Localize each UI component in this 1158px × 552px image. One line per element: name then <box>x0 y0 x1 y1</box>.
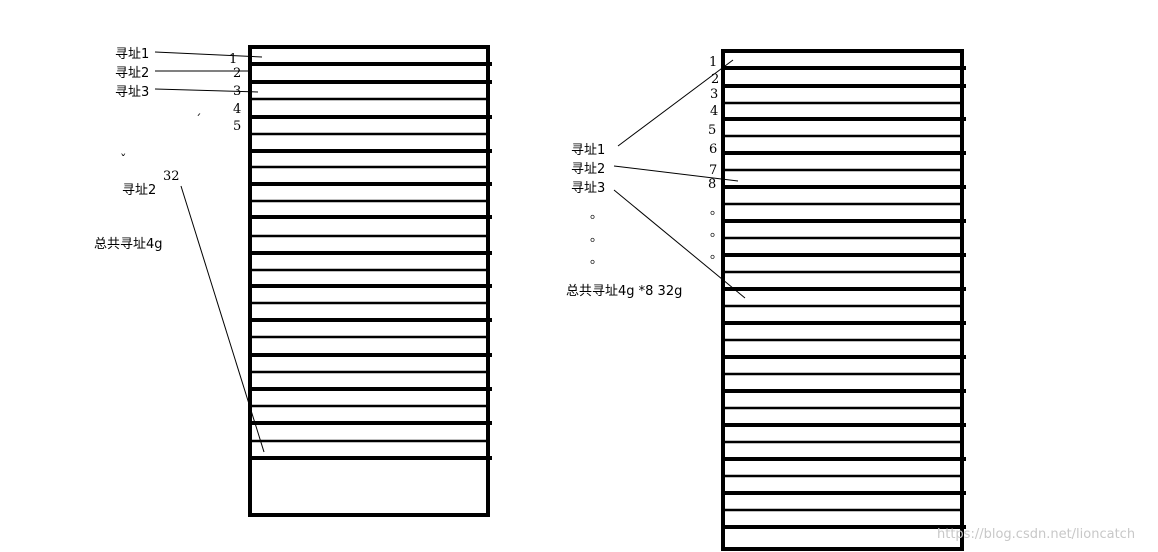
watermark: https://blog.csdn.net/lioncatch <box>937 527 1135 542</box>
left-row-number-2: 2 <box>233 66 241 81</box>
right-row-number-2: 2 <box>711 72 719 87</box>
right-dot-2: 。 <box>590 230 603 245</box>
right-row-number-4: 4 <box>710 104 718 119</box>
right-row-number-5: 5 <box>708 123 716 138</box>
right-row-number-7: 7 <box>709 163 717 178</box>
right-pointer-line-2 <box>613 165 739 182</box>
right-dot-3: 。 <box>590 252 603 267</box>
left-label-3: 寻址3 <box>115 85 149 100</box>
right-label-3: 寻址3 <box>571 181 605 196</box>
left-memory-column <box>248 45 492 517</box>
right-total-label: 总共寻址4g *8 32g <box>566 284 682 299</box>
right-label-2: 寻址2 <box>571 162 605 177</box>
right-column-dot-3: 。 <box>710 247 723 262</box>
left-pointer-line-1 <box>154 51 263 58</box>
left-row-number-5: 5 <box>233 119 241 134</box>
left-number-32: 32 <box>163 169 180 184</box>
left-label-address-2b: 寻址2 <box>122 183 156 198</box>
right-row-number-3: 3 <box>710 87 718 102</box>
right-row-number-6: 6 <box>709 142 717 157</box>
right-pointer-line-1 <box>617 59 734 147</box>
left-stray-mark-2: ˇ <box>120 153 127 168</box>
right-pointer-line-3 <box>613 189 746 299</box>
right-column-dot-2: 。 <box>710 225 723 240</box>
left-stray-mark: ˊ <box>195 113 202 128</box>
right-dot-1: 。 <box>590 207 603 222</box>
left-pointer-line-32 <box>180 185 265 453</box>
left-row-number-1: 1 <box>229 52 237 67</box>
left-memory-outline <box>248 45 490 517</box>
left-row-number-4: 4 <box>233 102 241 117</box>
right-memory-column <box>721 49 966 551</box>
left-pointer-line-3 <box>154 88 259 93</box>
right-column-dot-1: 。 <box>710 203 723 218</box>
right-row-number-8: 8 <box>708 177 716 192</box>
right-label-1: 寻址1 <box>571 143 605 158</box>
left-label-2: 寻址2 <box>115 66 149 81</box>
left-label-1: 寻址1 <box>115 47 149 62</box>
right-memory-outline <box>721 49 964 551</box>
left-total-label: 总共寻址4g <box>94 237 163 252</box>
right-row-number-1: 1 <box>709 55 717 70</box>
